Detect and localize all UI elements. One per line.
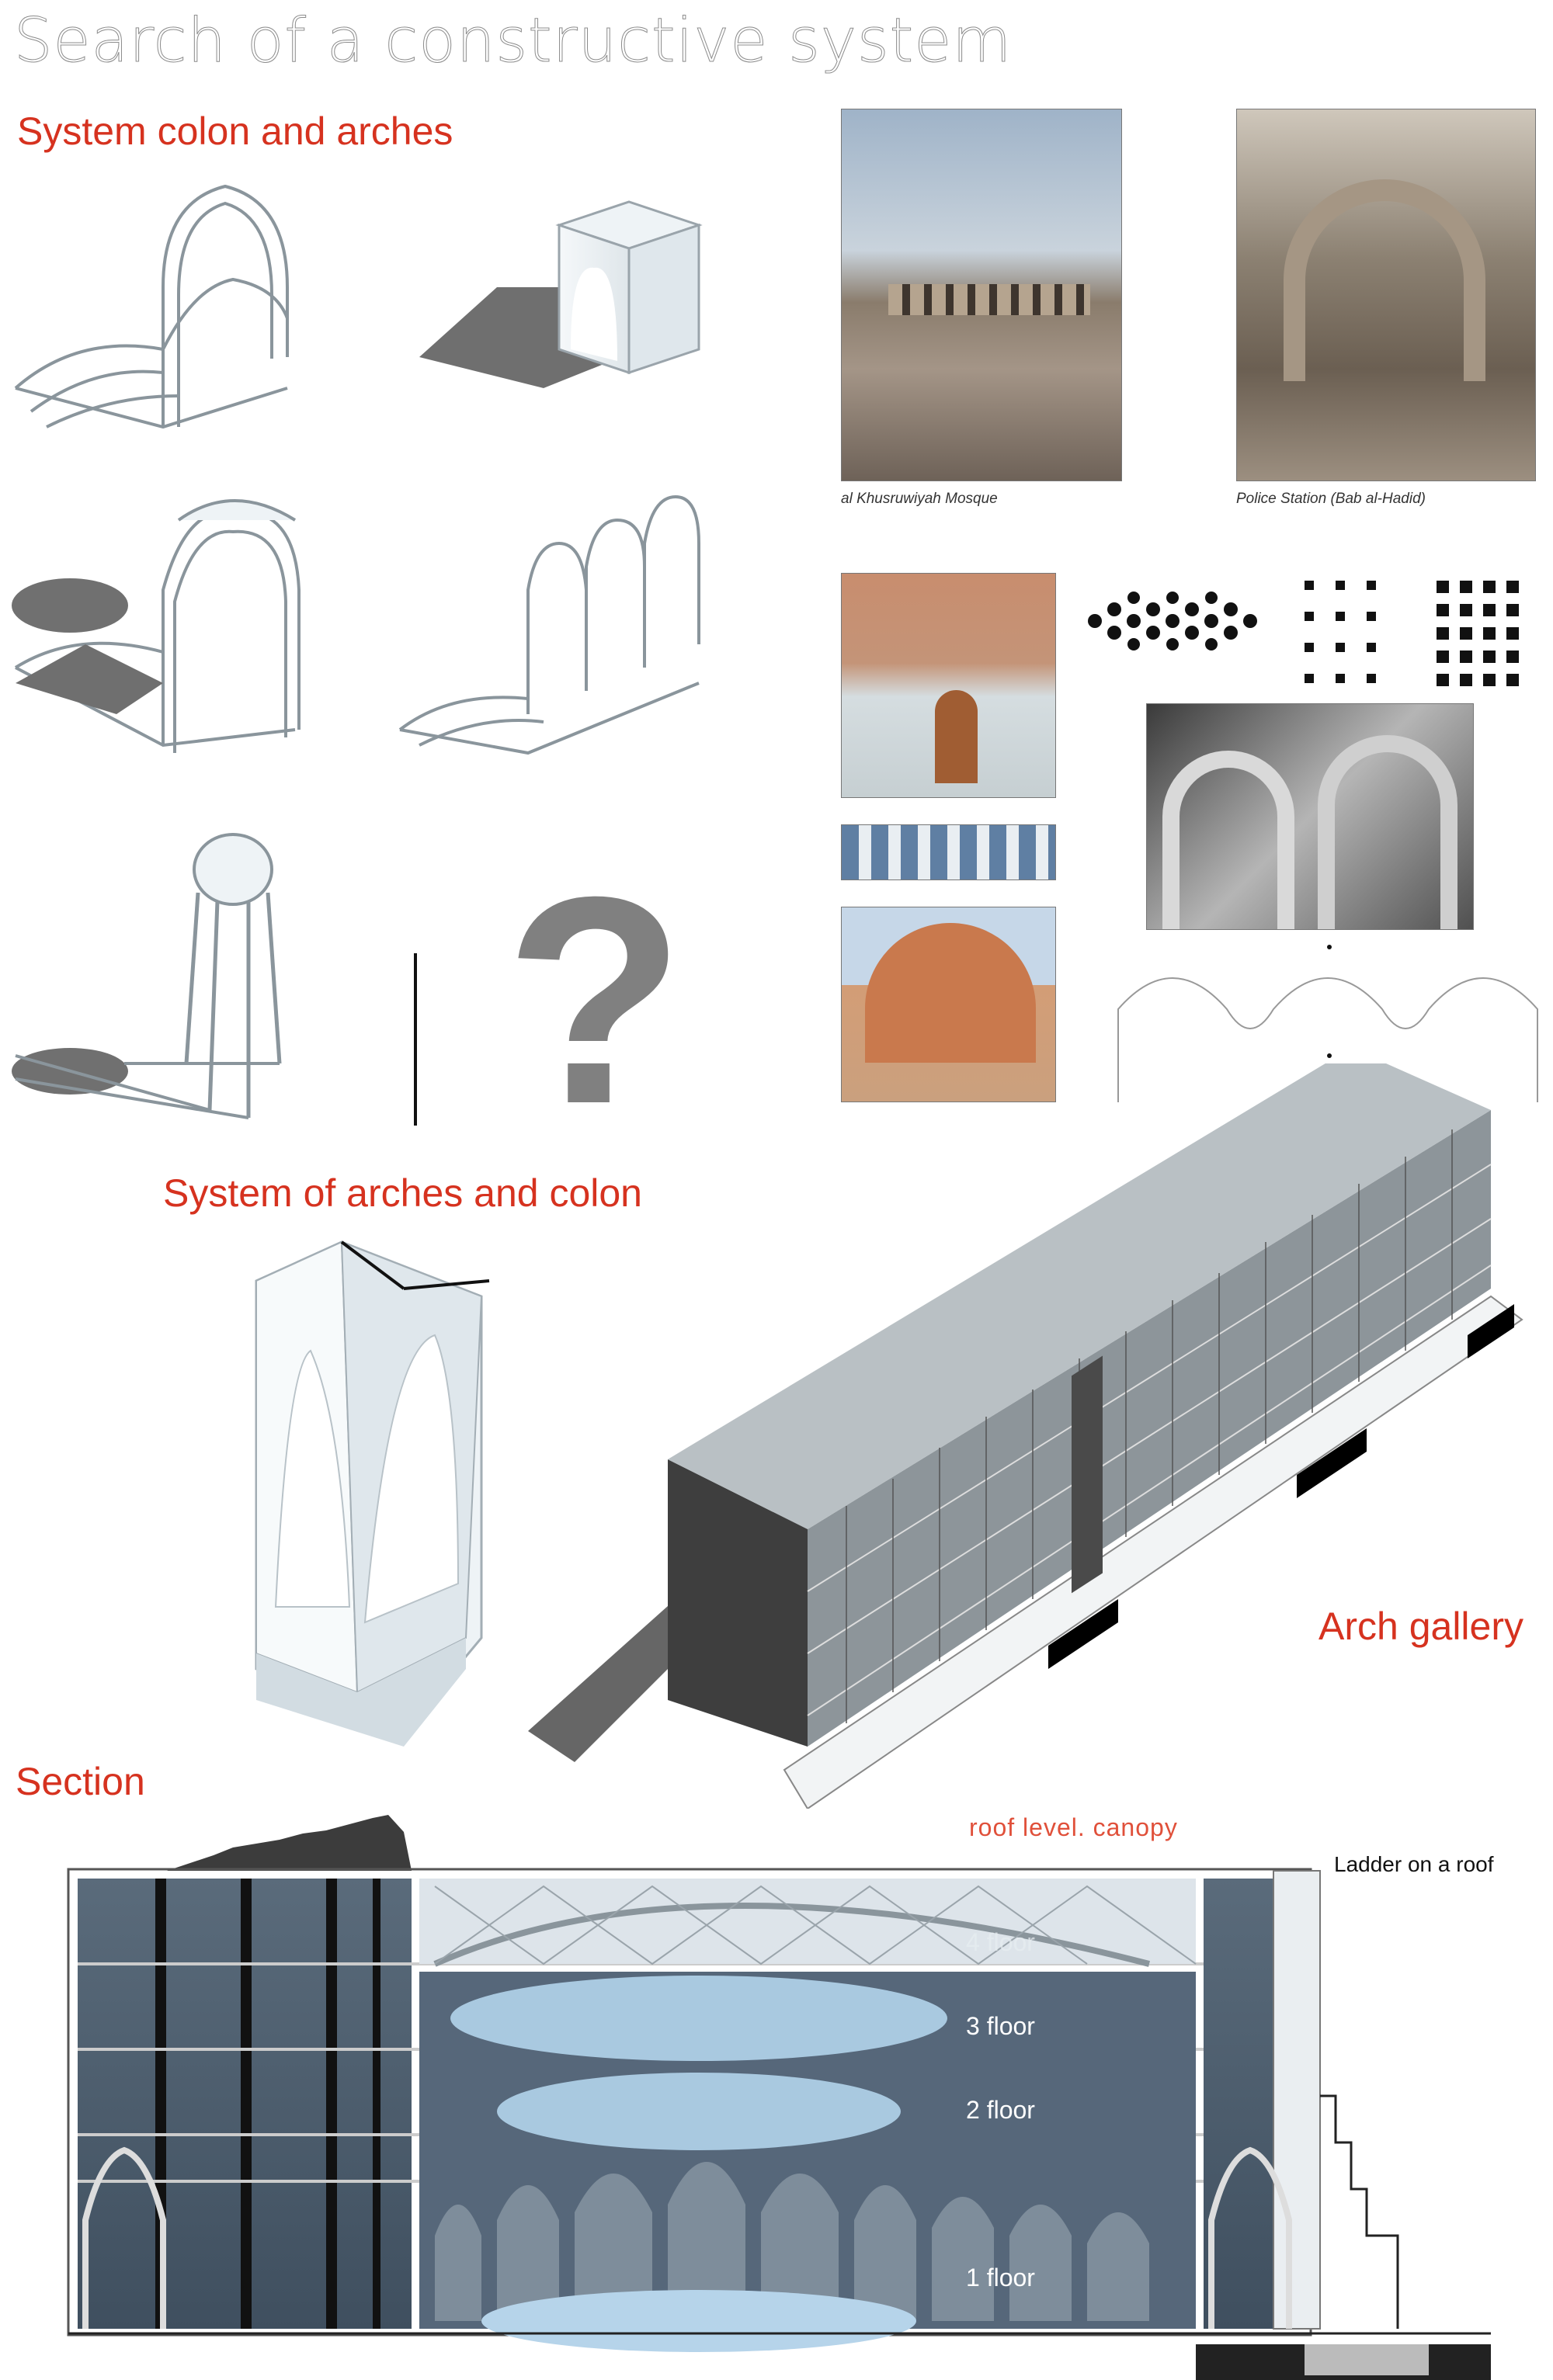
label-roof-canopy: roof level. canopy — [969, 1813, 1178, 1841]
arch-models-illustration: ? — [12, 184, 703, 1126]
dot-pattern-squares-dense — [1437, 581, 1519, 686]
arch-model-block — [419, 200, 703, 388]
caption-mosque: al Khusruwiyah Mosque — [841, 491, 998, 507]
arch-model-series — [398, 494, 700, 755]
heading-system-colon-arches: System colon and arches — [17, 109, 453, 153]
arch-model-cupola — [12, 578, 282, 1119]
label-floor-3: 3 floor — [966, 2012, 1035, 2040]
label-floor-4: 4 floor — [966, 1928, 1035, 1956]
dot-pattern-squares-sparse — [1305, 581, 1376, 683]
dot-pattern-circles — [1088, 592, 1257, 651]
photo-arches-bw — [1146, 703, 1474, 930]
building-section — [67, 1815, 1491, 2380]
page-title: Search of a constructive system — [13, 6, 1013, 77]
caption-police-station: Police Station (Bab al-Hadid) — [1236, 491, 1426, 507]
arch-prism-module — [255, 1240, 490, 1747]
label-floor-1: 1 floor — [966, 2264, 1035, 2292]
arch-profile-drawing — [1117, 977, 1538, 1102]
heading-system-arches-colon: System of arches and colon — [163, 1171, 642, 1215]
label-ladder-on-roof: Ladder on a roof — [1334, 1852, 1494, 1876]
arch-model-ribbed — [14, 184, 289, 429]
photo-balustrade — [841, 824, 1056, 880]
photo-adobe-dome — [841, 907, 1056, 1102]
label-floor-2: 2 floor — [966, 2096, 1035, 2124]
arch-gallery-axonometric — [528, 1063, 1523, 1809]
heading-section: Section — [16, 1760, 145, 1803]
heading-arch-gallery: Arch gallery — [1318, 1605, 1523, 1648]
patterns-and-profile — [1088, 581, 1538, 1102]
photo-perforated-wall — [841, 573, 1056, 798]
question-mark: ? — [505, 835, 685, 1126]
photo-police-station — [1236, 109, 1536, 481]
photo-mosque — [841, 109, 1122, 481]
